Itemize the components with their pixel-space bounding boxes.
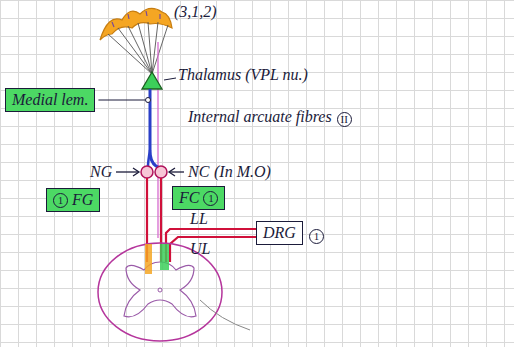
leader-line (98, 100, 145, 101)
location-note: (In M.O) (214, 163, 271, 181)
nucleus-cuneatus (155, 166, 167, 178)
cortex-gyrus (100, 8, 172, 40)
fasciculus-cuneatus-area (160, 244, 169, 270)
ganglion-box: DRG (256, 221, 303, 245)
cortex-ticks (112, 11, 160, 27)
callout-number: 1 (53, 193, 68, 208)
junction-dot (146, 98, 151, 103)
central-canal (158, 288, 162, 292)
nucleus-gracilis (141, 166, 153, 178)
callout-number: 1 (309, 226, 324, 244)
spinal-cord-outline (98, 243, 222, 341)
structure-label: Internal arcuate fibres (188, 108, 332, 126)
midline (157, 42, 158, 238)
tract-box: 1 FG (46, 188, 100, 212)
callout-number: 1 (309, 229, 324, 244)
callout-number: II (337, 109, 352, 127)
nerve-root (200, 300, 250, 330)
fibre-label: LL (190, 210, 208, 228)
pointer-arrows (116, 168, 184, 176)
node-text: FC (179, 189, 199, 207)
area-numbers: (3,1,2) (174, 3, 217, 20)
location-note: (In M.O) (214, 163, 271, 180)
nucleus-label: NC (188, 163, 209, 181)
fibre-label: LL (190, 210, 208, 227)
internal-arcuate-fibre (148, 150, 150, 166)
fasciculus-gracilis-area (145, 244, 152, 274)
structure-label: Thalamus (VPL nu.) (178, 66, 308, 83)
callout-number: II (337, 112, 352, 127)
node-text: FG (72, 191, 93, 209)
node-text: DRG (263, 224, 296, 242)
nucleus-label: NG (90, 163, 112, 180)
tract-box: Medial lem. (5, 88, 95, 112)
fibre-label: UL (190, 240, 210, 258)
structure-label: Internal arcuate fibres (188, 108, 332, 125)
node-text: Medial lem. (12, 91, 88, 109)
nucleus-label: NG (90, 163, 112, 181)
thalamocortical-fibres (108, 22, 168, 74)
grey-matter (124, 262, 196, 317)
medial-lemniscus-fibre (150, 89, 160, 168)
leader-line (164, 78, 176, 80)
callout-number: 1 (203, 191, 218, 206)
tract-box: FC 1 (172, 186, 225, 210)
area-numbers: (3,1,2) (174, 3, 217, 21)
nucleus-label: NC (188, 163, 209, 180)
structure-label: Thalamus (VPL nu.) (178, 66, 308, 84)
thalamus-symbol (142, 72, 162, 89)
fibre-label: UL (190, 240, 210, 257)
